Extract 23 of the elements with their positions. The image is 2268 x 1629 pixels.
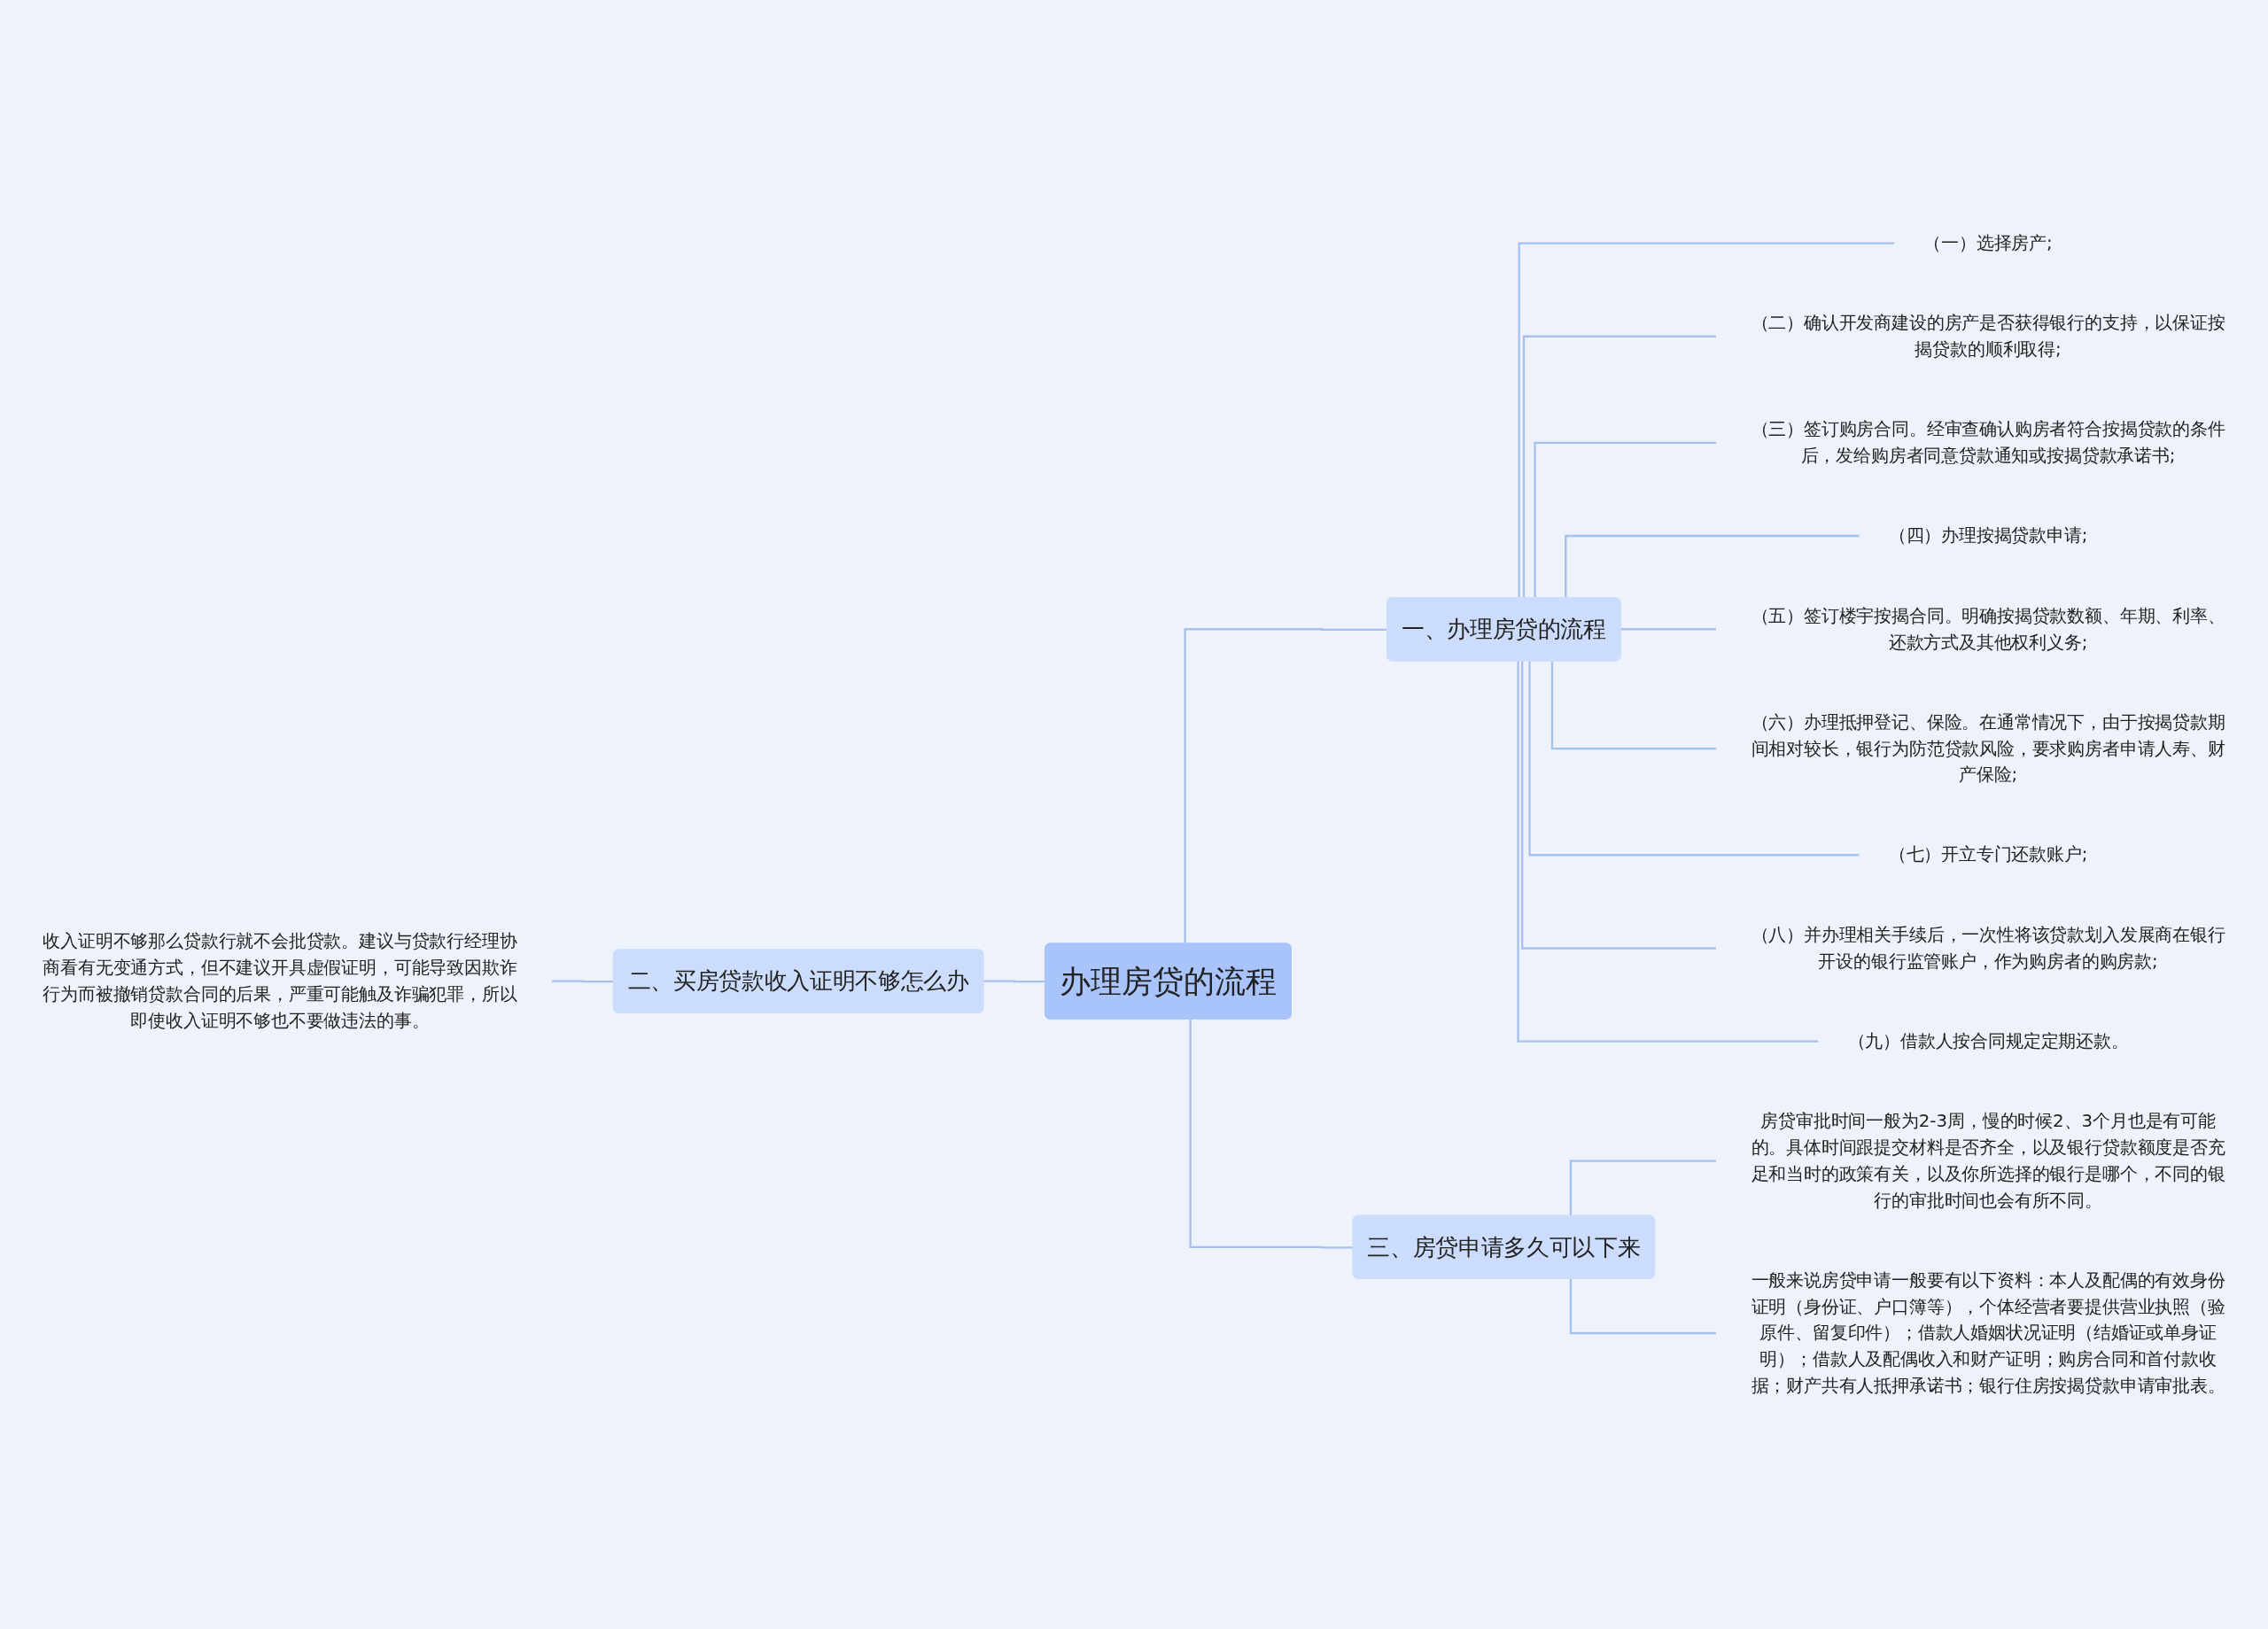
node-text: （七）开立专门还款账户; [1888,843,2088,865]
node-text: 一般来说房贷申请一般要有以下资料：本人及配偶的有效身份证明（身份证、户口簿等），个体经营者要提供营业执照（验原件、留复印件）；借款人婚姻状况证明（结婚证或单身证明）；借款人及配偶收入和财产证明；购房合同和首付款收据；财产共有人抵押承诺书；银行住房按揭贷款申请审批表。 [1751,1269,2225,1396]
connector [1518,242,1895,599]
node-text: （一）选择房产; [1923,232,2053,253]
node-text: 收入证明不够那么贷款行就不会批贷款。建议与贷款行经理协商看有无变通方式，但不建议开具虚假证明，可能导致因欺诈行为而被撤销贷款合同的后果，严重可能触及诈骗犯罪，所以即使收入证明不够也不要做违法的事。 [43,930,517,1030]
connector [1522,335,1717,599]
connector [1550,661,1717,750]
node-text: （三）签订购房合同。经审查确认购房者符合按揭贷款的条件后，发给购房者同意贷款通知或按揭贷款承诺书; [1751,418,2225,466]
node-text: 房贷审批时间一般为2-3周，慢的时候2、3个月也是有可能的。具体时间跟提交材料是否齐全，以及银行贷款额度是否充足和当时的政策有关，以及你所选择的银行是哪个，不同的银行的审批时间也会有所不同。 [1751,1110,2225,1210]
connector [1528,661,1860,857]
connector [1534,441,1717,599]
connector [1569,1160,1717,1216]
node-text: （六）办理抵押登记、保险。在通常情况下，由于按揭贷款期间相对较长，银行为防范贷款风险，要求购房者申请人寿、财产保险; [1751,710,2225,785]
node-text: （九）借款人按合同规定定期还款。 [1847,1030,2129,1051]
node-text: （四）办理按揭贷款申请; [1888,524,2088,546]
node-text: （五）签订楼宇按揭合同。明确按揭贷款数额、年期、利率、还款方式及其他权利义务; [1751,604,2225,652]
node-text: （二）确认开发商建设的房产是否获得银行的支持，以保证按揭贷款的顺利取得; [1751,312,2225,360]
connector [1565,534,1860,599]
connector [1569,1278,1717,1335]
connector [1521,661,1717,950]
node-text: （八）并办理相关手续后，一次性将该贷款划入发展商在银行开设的银行监管账户，作为购房者的购房款; [1751,924,2225,972]
connector [1517,661,1819,1043]
connector [1189,1019,1354,1249]
